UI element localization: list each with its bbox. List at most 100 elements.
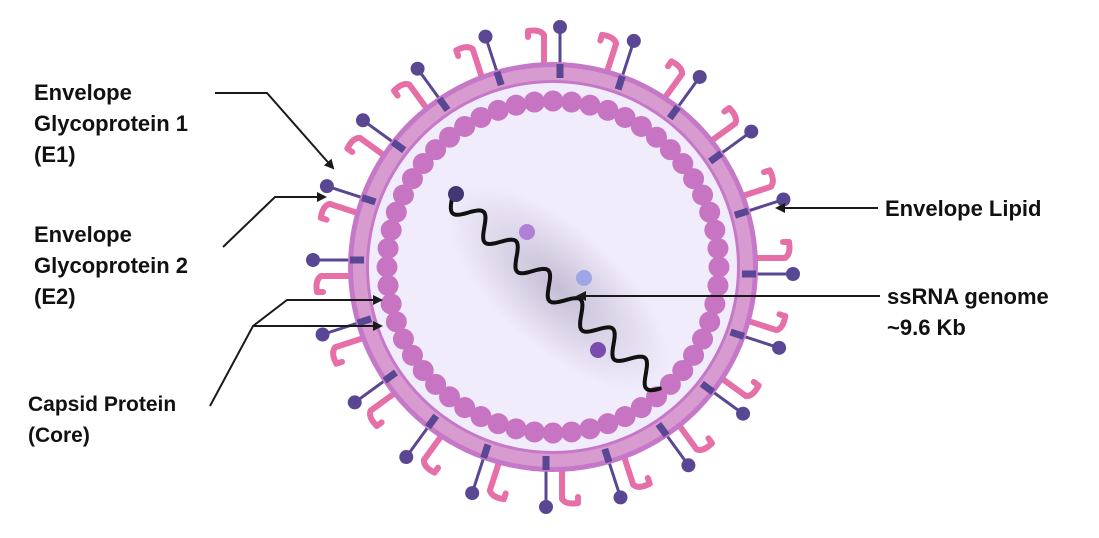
e1-glycoprotein-head bbox=[478, 29, 493, 44]
capsid-protein bbox=[377, 237, 399, 259]
e2-glycoprotein bbox=[657, 58, 686, 107]
e1-glycoprotein-head bbox=[626, 33, 641, 48]
e2-glycoprotein bbox=[367, 385, 404, 429]
capsid-protein bbox=[708, 256, 730, 278]
capsid-protein bbox=[707, 237, 729, 259]
capsid-protein bbox=[454, 397, 476, 419]
capsid-protein bbox=[523, 421, 545, 443]
e1-glycoprotein-head bbox=[776, 192, 791, 207]
capsid-protein bbox=[659, 139, 681, 161]
e2-glycoprotein bbox=[330, 332, 374, 367]
e2-glycoprotein bbox=[702, 105, 739, 149]
capsid-protein bbox=[380, 293, 402, 315]
e2-glycoprotein bbox=[745, 239, 793, 261]
e1-membrane-anchor bbox=[361, 194, 377, 206]
e2-glycoprotein bbox=[738, 311, 789, 334]
capsid-protein bbox=[505, 94, 527, 116]
e1-glycoprotein-head bbox=[355, 113, 370, 128]
capsid-protein bbox=[630, 115, 652, 137]
e2-glycoprotein bbox=[671, 416, 715, 453]
label-genome: ssRNA genome ~9.6 Kb bbox=[887, 284, 1055, 340]
capsid-protein bbox=[401, 168, 423, 190]
e1-membrane-anchor bbox=[356, 315, 373, 327]
e1-glycoprotein-head bbox=[399, 450, 414, 465]
capsid-protein bbox=[401, 344, 423, 366]
capsid-protein bbox=[380, 219, 402, 241]
capsid-protein bbox=[683, 168, 705, 190]
e1-membrane-anchor bbox=[614, 75, 626, 91]
capsid-protein bbox=[561, 421, 583, 443]
capsid-protein bbox=[487, 413, 509, 435]
e1-membrane-anchor bbox=[733, 207, 750, 219]
label-e1: Envelope Glycoprotein 1 (E1) bbox=[34, 80, 194, 167]
capsid-protein bbox=[425, 139, 447, 161]
label-e2: Envelope Glycoprotein 2 (E2) bbox=[34, 222, 194, 309]
capsid-protein bbox=[425, 373, 447, 395]
e2-glycoprotein bbox=[486, 452, 509, 503]
capsid-protein bbox=[672, 153, 694, 175]
capsid-protein bbox=[579, 94, 601, 116]
capsid-protein bbox=[487, 99, 509, 121]
rna-protein-ball bbox=[519, 224, 535, 240]
capsid-protein-ring bbox=[376, 90, 730, 444]
capsid-protein bbox=[699, 311, 721, 333]
rna-protein-ball bbox=[576, 270, 592, 286]
capsid-protein bbox=[614, 106, 636, 128]
e1-glycoprotein-head bbox=[410, 61, 425, 76]
capsid-protein bbox=[392, 184, 414, 206]
capsid-protein bbox=[392, 328, 414, 350]
e1-glycoprotein-head bbox=[465, 486, 480, 501]
e1-glycoprotein-head bbox=[319, 179, 334, 194]
capsid-pointer-1 bbox=[209, 295, 383, 407]
capsid-protein bbox=[630, 397, 652, 419]
e2-glycoprotein bbox=[597, 31, 620, 82]
e1-glycoprotein-head bbox=[772, 340, 787, 355]
e2-glycoprotein bbox=[525, 27, 547, 75]
e2-glycoprotein bbox=[453, 44, 488, 88]
capsid-protein bbox=[523, 91, 545, 113]
capsid-protein bbox=[692, 184, 714, 206]
rna-protein-ball bbox=[590, 342, 606, 358]
capsid-protein bbox=[542, 422, 564, 444]
e1-membrane-anchor bbox=[436, 96, 451, 113]
capsid-protein bbox=[385, 311, 407, 333]
capsid-protein bbox=[542, 90, 564, 112]
label-envelope-lipid: Envelope Lipid bbox=[885, 196, 1041, 221]
e1-membrane-anchor bbox=[425, 413, 440, 430]
e1-glycoprotein-head bbox=[744, 124, 759, 139]
e1-glycoprotein-head bbox=[736, 406, 751, 421]
e1-membrane-anchor bbox=[390, 139, 407, 154]
e1-glycoprotein-head bbox=[613, 490, 628, 505]
capsid-protein bbox=[672, 359, 694, 381]
e1-membrane-anchor bbox=[493, 70, 505, 87]
capsid-protein bbox=[707, 275, 729, 297]
spike-anchors bbox=[350, 64, 756, 470]
e2-glycoprotein bbox=[618, 446, 653, 490]
capsid-protein bbox=[597, 99, 619, 121]
e1-membrane-anchor bbox=[707, 150, 724, 165]
capsid-protein bbox=[439, 126, 461, 148]
capsid-protein bbox=[470, 106, 492, 128]
e1-membrane-anchor bbox=[699, 380, 716, 395]
e1-pointer bbox=[215, 92, 335, 170]
e1-membrane-anchor bbox=[382, 369, 399, 384]
capsid-protein bbox=[454, 115, 476, 137]
e1-membrane-anchor bbox=[601, 447, 613, 464]
e1-glycoprotein-head bbox=[786, 267, 800, 281]
e1-membrane-anchor bbox=[666, 104, 681, 121]
e2-glycoprotein bbox=[317, 200, 368, 223]
capsid-protein bbox=[659, 373, 681, 395]
capsid-protein bbox=[505, 418, 527, 440]
e1-membrane-anchor bbox=[729, 328, 745, 340]
capsid-protein bbox=[377, 275, 399, 297]
e1-membrane-anchor bbox=[480, 443, 492, 459]
e1-glycoprotein-head bbox=[681, 458, 696, 473]
e1-glycoprotein-head bbox=[692, 69, 707, 84]
e1-membrane-anchor bbox=[655, 421, 670, 438]
e2-glycoprotein bbox=[391, 81, 435, 118]
capsid-protein bbox=[597, 413, 619, 435]
e2-glycoprotein bbox=[559, 459, 581, 507]
e2-glycoprotein bbox=[313, 273, 361, 295]
capsid-protein bbox=[614, 406, 636, 428]
